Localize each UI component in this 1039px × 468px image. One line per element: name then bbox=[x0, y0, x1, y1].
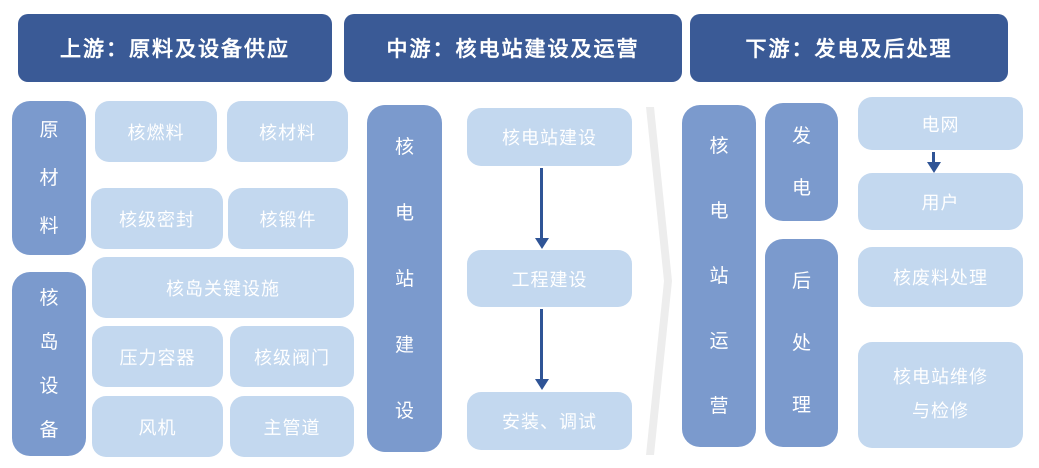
plant-construction-group-label: 核电站建设 bbox=[367, 105, 442, 452]
item-plant-maintenance-repair: 核电站维修 与检修 bbox=[858, 342, 1023, 448]
item-nuclear-waste-treatment: 核废料处理 bbox=[858, 247, 1023, 307]
island-equipment-group-text: 核岛设备 bbox=[39, 287, 59, 441]
item-power-grid: 电网 bbox=[858, 97, 1023, 150]
item-nuclear-grade-valves: 核级阀门 bbox=[230, 326, 354, 387]
post-processing-group-label: 后处理 bbox=[765, 239, 838, 447]
raw-materials-group-text: 原材料 bbox=[39, 119, 59, 237]
item-users: 用户 bbox=[858, 173, 1023, 230]
item-nuclear-forgings: 核锻件 bbox=[228, 188, 348, 249]
item-nuclear-materials: 核材料 bbox=[227, 101, 348, 162]
upstream-stage-header: 上游：原料及设备供应 bbox=[18, 14, 332, 82]
arrow-down-icon bbox=[540, 168, 543, 239]
plant-operation-group-label: 核电站运营 bbox=[682, 105, 756, 447]
downstream-stage-header: 下游：发电及后处理 bbox=[690, 14, 1008, 82]
item-fans: 风机 bbox=[92, 396, 223, 457]
plant-construction-group-text: 核电站建设 bbox=[394, 135, 414, 422]
power-generation-group-text: 发电 bbox=[791, 125, 811, 199]
island-equipment-group-label: 核岛设备 bbox=[12, 272, 86, 456]
flow-step-engineering-construction: 工程建设 bbox=[467, 250, 632, 307]
item-pressure-vessel: 压力容器 bbox=[92, 326, 223, 387]
flow-step-plant-construction: 核电站建设 bbox=[467, 108, 632, 166]
arrow-down-icon bbox=[932, 152, 935, 163]
midstream-stage-header: 中游：核电站建设及运营 bbox=[344, 14, 682, 82]
item-key-island-facilities: 核岛关键设施 bbox=[92, 257, 354, 318]
raw-materials-group-label: 原材料 bbox=[12, 101, 86, 255]
flow-step-install-commissioning: 安装、调试 bbox=[467, 392, 632, 450]
arrow-down-icon bbox=[540, 309, 543, 380]
power-generation-group-label: 发电 bbox=[765, 103, 838, 221]
post-processing-group-text: 后处理 bbox=[791, 270, 811, 416]
plant-operation-group-text: 核电站运营 bbox=[709, 134, 729, 417]
item-nuclear-fuel: 核燃料 bbox=[95, 101, 217, 162]
item-main-pipeline: 主管道 bbox=[230, 396, 354, 457]
item-nuclear-grade-seal: 核级密封 bbox=[91, 188, 223, 249]
stage-transition-chevron-icon bbox=[646, 107, 672, 455]
